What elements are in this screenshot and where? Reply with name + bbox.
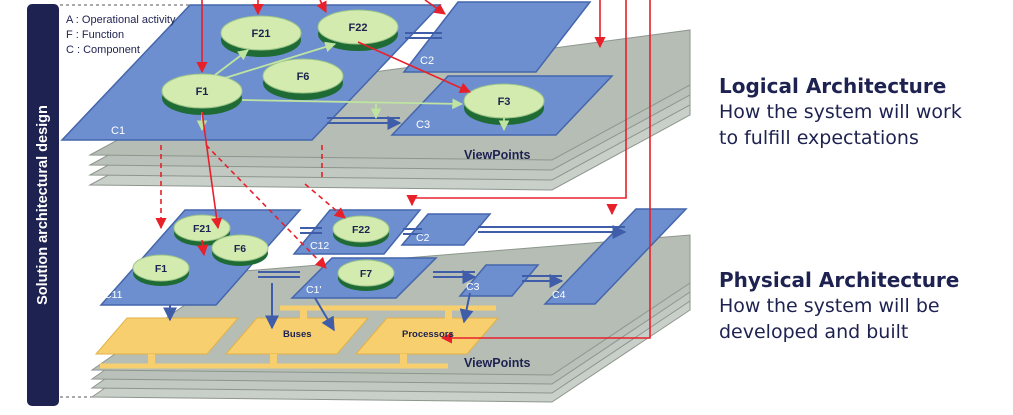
physical-function-f7 (337, 259, 395, 291)
physical-c2-label: C2 (416, 232, 430, 244)
physical-function-f6 (211, 234, 269, 266)
physical-c1-prime-label: C1' (306, 284, 321, 296)
legend-component: C : Component (66, 44, 140, 56)
logical-architecture-line1: How the system will work (719, 101, 962, 123)
physical-f22-label: F22 (352, 224, 370, 236)
physical-architecture-line1: How the system will be (719, 295, 940, 317)
logical-function-f6 (262, 58, 344, 100)
physical-f6-label: F6 (234, 243, 246, 255)
physical-architecture-line2: developed and built (719, 321, 909, 343)
physical-c11-label: C11 (104, 289, 123, 301)
physical-f7-label: F7 (360, 268, 372, 280)
physical-viewpoints-label: ViewPoints (464, 356, 531, 370)
physical-f21-label: F21 (193, 223, 211, 235)
physical-architecture-block: Physical Architecture How the system wil… (719, 267, 959, 345)
sidebar (27, 4, 59, 406)
hardware-node-1 (94, 317, 240, 355)
traceability-links (196, 0, 651, 344)
physical-function-f22 (332, 215, 390, 247)
physical-c3-label: C3 (466, 281, 480, 293)
hardware-processors-label: Processors (402, 329, 454, 340)
logical-c1-label: C1 (111, 125, 125, 137)
physical-f1-label: F1 (155, 263, 167, 275)
physical-c12-label: C12 (310, 240, 329, 252)
logical-c2-label: C2 (420, 55, 434, 67)
hardware-buses-label: Buses (283, 329, 312, 340)
logical-function-f3 (463, 83, 545, 125)
logical-f6-label: F6 (297, 71, 310, 83)
logical-f1-label: F1 (196, 86, 209, 98)
logical-f22-label: F22 (349, 22, 368, 34)
hardware-processors (354, 317, 500, 355)
logical-c1-c3-connector (327, 116, 402, 130)
logical-functional-exchanges (196, 41, 510, 132)
logical-function-f1 (161, 73, 243, 115)
logical-architecture-line2: to fulfill expectations (719, 127, 919, 149)
physical-architecture-title: Physical Architecture (719, 268, 960, 292)
logical-function-f21 (220, 15, 302, 57)
legend-operational-activity: A : Operational activity (66, 14, 176, 26)
logical-architecture-block: Logical Architecture How the system will… (719, 73, 962, 151)
physical-function-f1 (132, 254, 190, 286)
physical-component-connectors (163, 225, 627, 332)
logical-viewpoints-label: ViewPoints (464, 148, 531, 162)
logical-architecture-title: Logical Architecture (719, 74, 947, 98)
physical-component-c2 (400, 213, 492, 246)
legend-function: F : Function (66, 29, 124, 41)
logical-f3-label: F3 (498, 96, 511, 108)
logical-component-c2 (402, 1, 592, 73)
logical-c1-c2-connector (405, 32, 442, 39)
logical-c3-label: C3 (416, 119, 430, 131)
traceability-links-dashed (155, 144, 346, 269)
physical-component-c3 (458, 264, 540, 297)
logical-f21-label: F21 (252, 28, 271, 40)
physical-hardware-layer (94, 305, 500, 369)
physical-c4-label: C4 (552, 289, 566, 301)
logical-function-f22 (317, 9, 399, 51)
